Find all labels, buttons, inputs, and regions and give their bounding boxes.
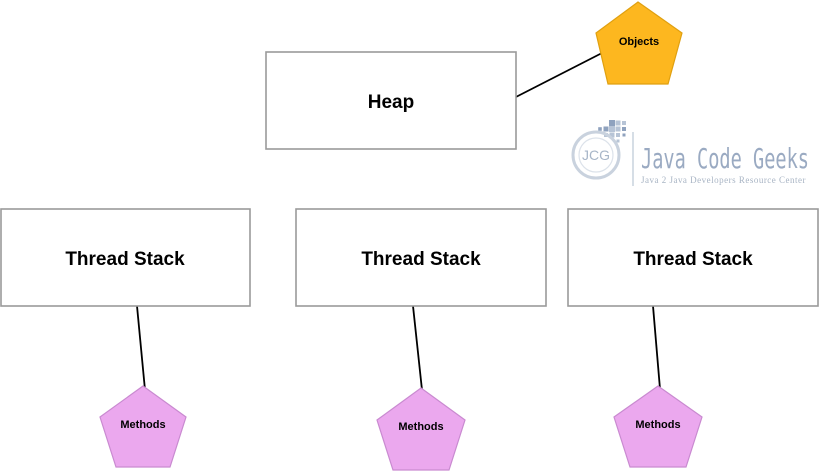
- logo-dot: [616, 139, 620, 143]
- thread-stack-label-2: Thread Stack: [361, 249, 481, 270]
- thread-stack-box-1: Thread Stack: [0, 208, 251, 307]
- logo-name: Java Code Geeks: [641, 142, 809, 175]
- objects-label: Objects: [619, 36, 659, 48]
- logo-dot: [616, 133, 620, 137]
- heap-label: Heap: [368, 92, 414, 113]
- logo-badge-circle: [571, 130, 621, 180]
- java-code-geeks-logo: JCG Java Code Geeks Java 2 Java Develope…: [571, 120, 809, 186]
- stack-2-methods-connector: [412, 305, 423, 391]
- logo-dots: [598, 120, 626, 143]
- logo-dot: [609, 132, 615, 138]
- stack-3-methods-connector: [652, 305, 661, 390]
- methods-label-1: Methods: [120, 419, 165, 431]
- thread-stack-label-1: Thread Stack: [65, 249, 185, 270]
- heap-box: Heap: [265, 51, 517, 150]
- thread-stack-box-3: Thread Stack: [567, 208, 819, 307]
- logo-tagline: Java 2 Java Developers Resource Center: [641, 175, 806, 185]
- methods-label-2: Methods: [398, 421, 443, 433]
- methods-label-3: Methods: [635, 419, 680, 431]
- methods-pentagon-3: Methods: [613, 385, 703, 468]
- logo-dot: [603, 126, 609, 132]
- methods-pentagon-2: Methods: [376, 387, 466, 471]
- heap-objects-connector: [511, 52, 603, 100]
- logo-dot: [609, 126, 615, 132]
- logo-badge-text: JCG: [582, 147, 610, 163]
- logo-dot: [615, 126, 621, 132]
- logo-dot: [622, 121, 626, 125]
- logo-dot: [622, 133, 626, 137]
- methods-pentagon-1: Methods: [99, 385, 187, 468]
- thread-stack-label-3: Thread Stack: [633, 249, 753, 270]
- logo-dot: [598, 127, 602, 131]
- thread-stack-box-2: Thread Stack: [295, 208, 547, 307]
- objects-pentagon: Objects: [595, 1, 683, 85]
- logo-dot: [609, 120, 615, 126]
- logo-dot: [622, 127, 626, 131]
- stack-1-methods-connector: [136, 305, 146, 391]
- logo-dot: [615, 120, 621, 126]
